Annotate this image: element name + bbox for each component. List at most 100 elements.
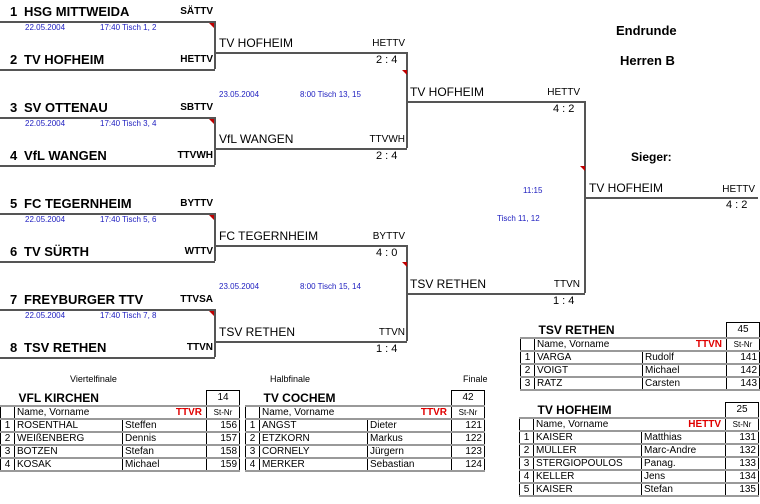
qf-team-entry: 8 TSV RETHEN [10, 340, 106, 355]
roster-team-number: 42 [451, 390, 485, 407]
comment-marker [209, 215, 214, 220]
player-last-name: MÜLLER [533, 443, 642, 458]
player-first-name: Dieter [367, 418, 452, 433]
bracket-line [0, 357, 215, 359]
bracket-line [214, 117, 216, 165]
final-team-name: TSV RETHEN [410, 277, 487, 291]
roster-team-number: 45 [726, 322, 760, 339]
bracket-line [406, 52, 408, 148]
association-code: HETTV [722, 184, 755, 195]
player-last-name: MERKER [259, 457, 368, 472]
player-first-name: Carsten [641, 376, 727, 391]
match-time-table: 17:40 Tisch 5, 6 [100, 215, 157, 224]
player-start-number: 135 [725, 482, 759, 497]
player-start-number: 122 [451, 431, 485, 446]
association-code: TTVN [186, 342, 213, 353]
roster-team-name: VFL KIRCHEN [0, 390, 207, 407]
bracket-line [215, 52, 407, 54]
roster-association: TTVR [175, 406, 203, 418]
comment-marker [209, 23, 214, 28]
association-code: BYTTV [180, 198, 213, 209]
round-label-final: Finale [463, 374, 488, 384]
sf-team-name: FC TEGERNHEIM [219, 229, 319, 243]
qf-team-entry: 5 FC TEGERNHEIM [10, 196, 132, 211]
player-first-name: Steffen [121, 418, 207, 433]
bracket-line [0, 117, 215, 119]
player-first-name: Dennis [121, 431, 207, 446]
roster-team-name: TSV RETHEN [520, 322, 727, 339]
match-score: 1 : 4 [376, 343, 398, 355]
match-time-table: 8:00 Tisch 15, 14 [300, 282, 361, 291]
player-last-name: KELLER [533, 469, 642, 484]
bracket-line [0, 213, 215, 215]
player-first-name: Michael [121, 457, 207, 472]
seed-number: 5 [10, 196, 18, 211]
round-label-semifinal: Halbfinale [270, 374, 311, 384]
bracket-line [0, 309, 215, 311]
seed-number: 8 [10, 340, 18, 355]
player-last-name: BOTZEN [14, 444, 123, 459]
player-start-number: 156 [206, 418, 241, 433]
player-first-name: Jens [641, 469, 726, 484]
player-last-name: KAISER [533, 482, 642, 497]
player-index: 4 [0, 457, 15, 472]
match-time-table: 17:40 Tisch 1, 2 [100, 23, 157, 32]
match-date: 22.05.2004 [25, 23, 66, 32]
roster-association: HETTV [688, 418, 721, 430]
player-index: 3 [0, 444, 15, 459]
match-date: 22.05.2004 [25, 119, 66, 128]
match-time: 11:15 [523, 186, 543, 195]
team-name: TSV RETHEN [24, 340, 107, 355]
roster-team-name: TV HOFHEIM [519, 402, 726, 419]
player-start-number: 143 [726, 376, 760, 391]
association-code: HETTV [180, 54, 213, 65]
player-start-number: 132 [725, 443, 759, 458]
roster-col-index [245, 405, 260, 420]
bracket-line [214, 21, 216, 69]
roster-col-stnr: St-Nr [206, 405, 241, 420]
player-last-name: ETZKORN [259, 431, 368, 446]
player-first-name: Markus [367, 431, 452, 446]
match-date: 22.05.2004 [25, 215, 66, 224]
player-start-number: 121 [451, 418, 485, 433]
comment-marker [402, 70, 407, 75]
seed-number: 6 [10, 244, 18, 259]
winner-team-name: TV HOFHEIM [589, 181, 663, 195]
seed-number: 3 [10, 100, 18, 115]
player-first-name: Panag. [641, 456, 726, 471]
bracket-line [585, 197, 758, 199]
match-score: 2 : 4 [376, 150, 398, 162]
association-code: TTVSA [180, 294, 213, 305]
match-score: 4 : 2 [726, 199, 748, 211]
association-code: HETTV [372, 38, 405, 49]
association-code: HETTV [547, 87, 580, 98]
roster-association: TTVN [695, 338, 723, 350]
team-name: FC TEGERNHEIM [24, 196, 132, 211]
team-name: TV HOFHEIM [24, 52, 105, 67]
roster-col-stnr: St-Nr [726, 337, 760, 352]
match-score: 4 : 2 [553, 103, 575, 115]
roster-team-name: TV COCHEM [245, 390, 452, 407]
player-start-number: 158 [206, 444, 241, 459]
bracket-line [214, 309, 216, 357]
match-date: 23.05.2004 [219, 90, 260, 99]
final-team-name: TV HOFHEIM [410, 85, 484, 99]
bracket-line [215, 341, 407, 343]
match-time-table: 8:00 Tisch 13, 15 [300, 90, 361, 99]
